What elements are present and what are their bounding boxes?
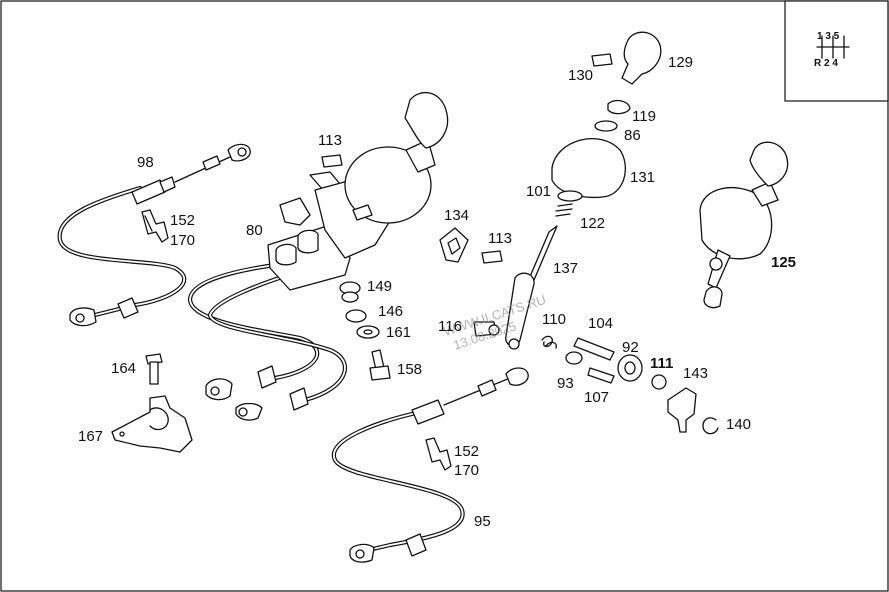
part-label-137: 137 [553, 260, 578, 277]
part-label-152-upper: 152 [170, 212, 195, 229]
part-label-116: 116 [438, 318, 462, 335]
part-label-131: 131 [630, 169, 655, 186]
part-label-92: 92 [622, 339, 639, 356]
part-label-95: 95 [474, 513, 491, 530]
part-label-104: 104 [588, 315, 613, 332]
part-label-134: 134 [444, 207, 469, 224]
part-label-80: 80 [246, 222, 263, 239]
shift-pattern-top-row: 1 3 5 [817, 31, 840, 42]
part-label-113-lower: 113 [488, 230, 512, 247]
part-label-170-upper: 170 [170, 232, 195, 249]
part-label-164: 164 [111, 360, 136, 377]
shift-pattern-bottom-row: R 2 4 [814, 58, 838, 69]
part-label-158: 158 [397, 361, 422, 378]
part-label-149: 149 [367, 278, 392, 295]
part-label-125: 125 [771, 254, 796, 271]
part-label-119: 119 [632, 108, 656, 125]
shifter-housing-80 [267, 91, 449, 291]
part-label-140: 140 [726, 416, 751, 433]
part-label-101: 101 [526, 183, 551, 200]
shift-pattern-inset: 1 3 5 R 2 4 [784, 0, 889, 102]
part-label-170-lower: 170 [454, 462, 479, 479]
part-label-152-lower: 152 [454, 443, 479, 460]
part-label-113-upper: 113 [318, 132, 342, 149]
part-label-161: 161 [386, 324, 411, 341]
part-label-111: 111 [650, 355, 673, 372]
part-label-98: 98 [137, 154, 154, 171]
part-label-86: 86 [624, 127, 641, 144]
part-label-122: 122 [580, 215, 605, 232]
cable-98 [57, 143, 251, 327]
part-label-146: 146 [378, 303, 403, 320]
clip-152-170-upper [141, 209, 169, 243]
clip-152-170-lower [425, 437, 452, 471]
knob-125 [699, 141, 789, 309]
part-label-93: 93 [557, 375, 574, 392]
part-label-107: 107 [584, 389, 609, 406]
knob-assembly [473, 31, 719, 435]
part-label-110: 110 [542, 311, 566, 328]
cable-bundle-80 [187, 262, 347, 421]
part-labels: 98 152 170 113 80 134 113 149 146 161 15… [78, 54, 796, 530]
part-label-129: 129 [668, 54, 693, 71]
cable-95 [331, 367, 529, 563]
part-label-167: 167 [78, 428, 103, 445]
small-parts [111, 154, 503, 453]
part-label-143: 143 [683, 365, 708, 382]
part-label-130: 130 [568, 67, 593, 84]
